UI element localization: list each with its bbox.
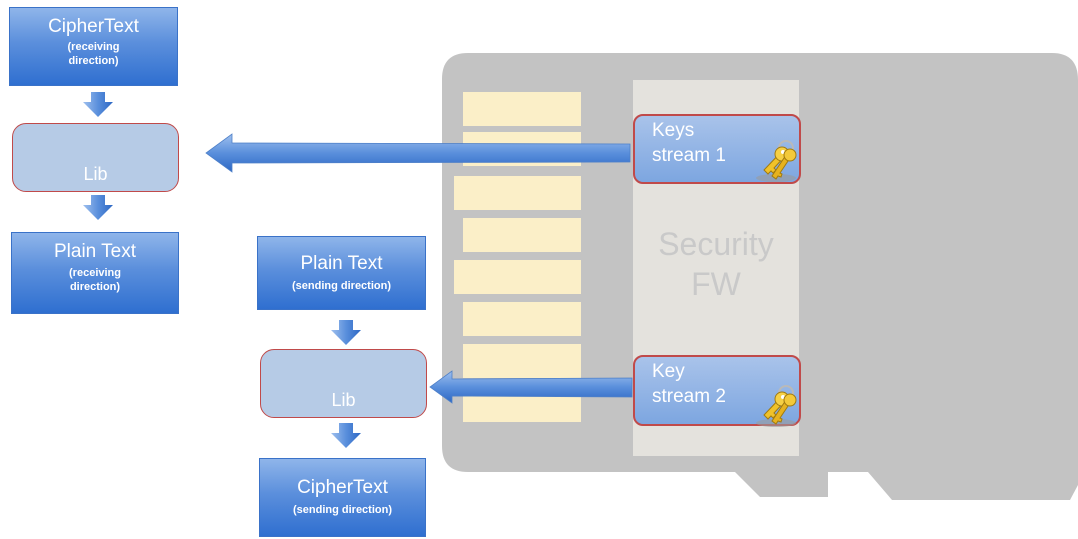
card-slot [463,344,581,378]
card-slot [463,218,581,252]
down-arrow [83,195,113,220]
key2-line2: stream 2 [652,386,726,407]
sending-input-subtitle: (sending direction) [292,280,391,292]
receiving-plaintext-box: Plain Text (receiving direction) [11,232,179,314]
sending-output-subtitle: (sending direction) [293,504,392,516]
card-slot [463,302,581,336]
key1-line2: stream 1 [652,145,726,166]
receiving-input-title: CipherText [48,16,139,37]
security-fw-label: Security FW [633,224,799,304]
arrow-key1-to-lib [205,133,631,173]
sending-lib-label: Lib [331,390,356,410]
receiving-ciphertext-box: CipherText (receiving direction) [9,7,178,86]
keys-icon [756,385,797,427]
security-label-line1: Security [658,226,774,262]
down-arrow [331,423,361,448]
sending-ciphertext-box: CipherText (sending direction) [259,458,426,537]
down-arrow [331,320,361,345]
security-label-line2: FW [691,266,741,302]
arrow-key2-to-lib [429,370,633,404]
receiving-lib-box: Lib [12,123,179,192]
key2-line1: Key [652,361,685,382]
receiving-output-title: Plain Text [53,241,137,262]
receiving-input-subtitle: (receiving direction) [67,41,120,67]
sending-plaintext-box: Plain Text (sending direction) [257,236,426,310]
receiving-output-subtitle: (receiving direction) [69,267,121,293]
card-slot [454,260,581,294]
keys-icon [756,140,797,182]
down-arrow [83,92,113,117]
sending-output-title: CipherText [297,477,388,498]
sending-lib-box: Lib [260,349,427,418]
sending-input-title: Plain Text [300,253,383,274]
card-slot [454,176,581,210]
card-slot [463,92,581,126]
receiving-lib-label: Lib [83,164,108,184]
key1-line1: Keys [652,120,695,141]
